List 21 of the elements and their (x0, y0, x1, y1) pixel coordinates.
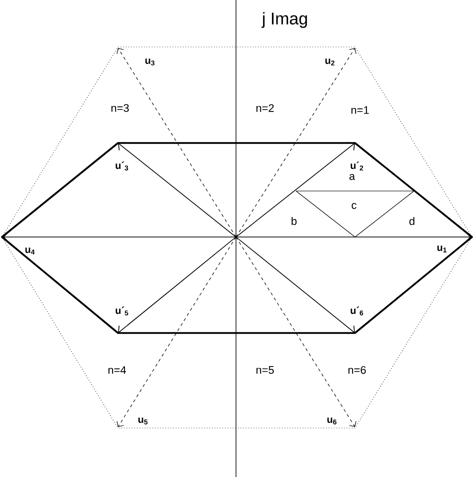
axis-label: j Imag (262, 12, 307, 28)
vector-label: u$_{5}$ (138, 418, 148, 424)
region-label: n=3 (111, 104, 129, 112)
vector-label: u$_{1}$ (437, 246, 447, 252)
region-label: n=5 (256, 366, 274, 374)
region-label: a (349, 174, 356, 180)
region-label: d (409, 216, 414, 226)
region-label: n=2 (256, 104, 274, 112)
vector-label: u$_{4}$ (25, 248, 35, 254)
vector-label: u´$_{6}$ (350, 306, 364, 316)
vector-label: u$_{2}$ (325, 58, 334, 66)
region-label: n=6 (348, 366, 366, 374)
vector-label: u´$_{3}$ (116, 162, 128, 170)
region-label: n=4 (108, 366, 126, 374)
vector-label: u$_{6}$ (327, 418, 336, 424)
region-label: b (292, 216, 297, 226)
vector-label: u$_{3}$ (145, 58, 154, 66)
vector-label: u´$_{2}$ (350, 162, 364, 170)
region-label: n=1 (351, 106, 369, 114)
region-label: c (352, 203, 356, 209)
vector-label: u´$_{5}$ (116, 306, 128, 316)
